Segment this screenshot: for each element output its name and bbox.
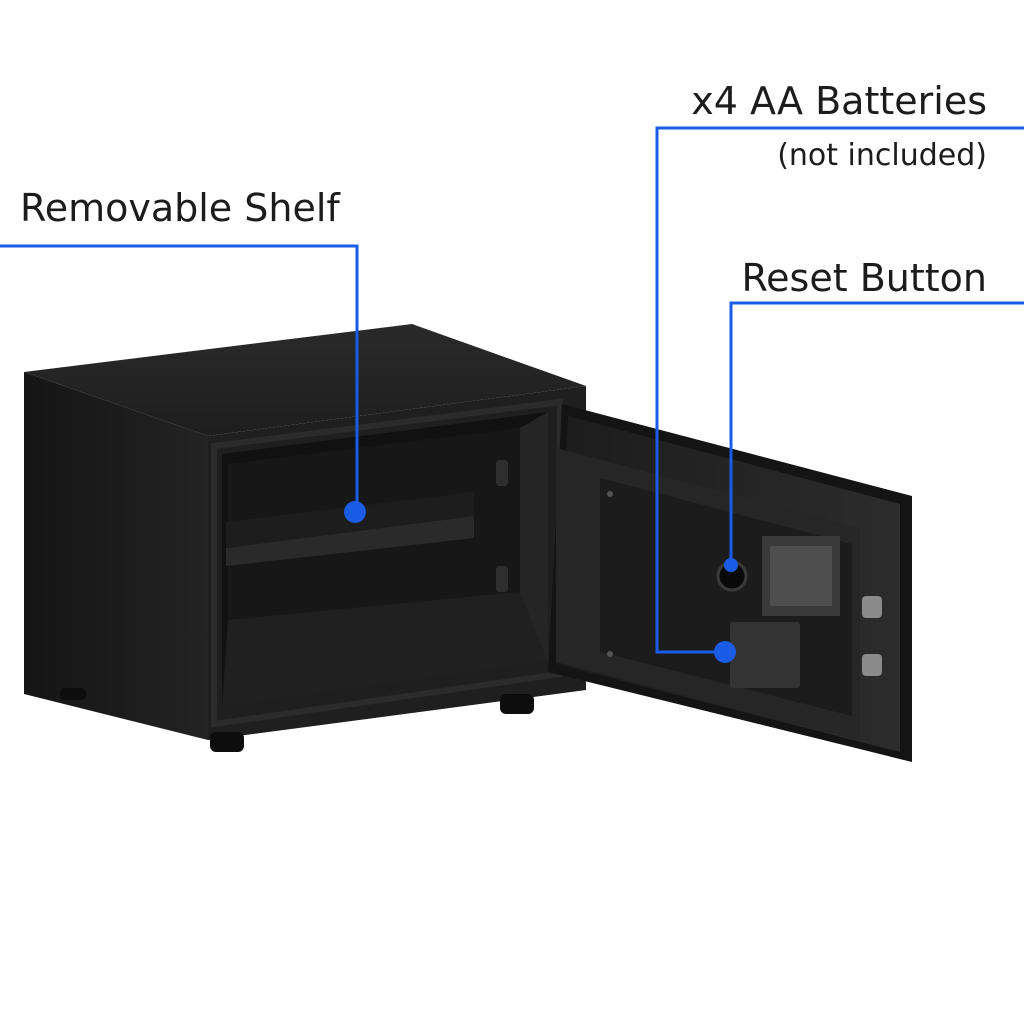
reset-callout-dot — [724, 558, 738, 572]
batteries-note: (not included) — [777, 138, 987, 173]
batteries-callout-dot — [714, 641, 736, 663]
safe-door — [548, 404, 912, 762]
batteries-callout-line — [655, 126, 1024, 654]
callout-lines — [0, 126, 1024, 654]
batteries-label: x4 AA Batteries — [691, 79, 987, 123]
shelf-callout-line — [0, 244, 359, 512]
reset-callout-line — [729, 301, 1024, 565]
callout-dots — [344, 501, 738, 663]
removable-shelf-label: Removable Shelf — [20, 186, 340, 230]
shelf-callout-dot — [344, 501, 366, 523]
reset-button-label: Reset Button — [741, 256, 987, 300]
